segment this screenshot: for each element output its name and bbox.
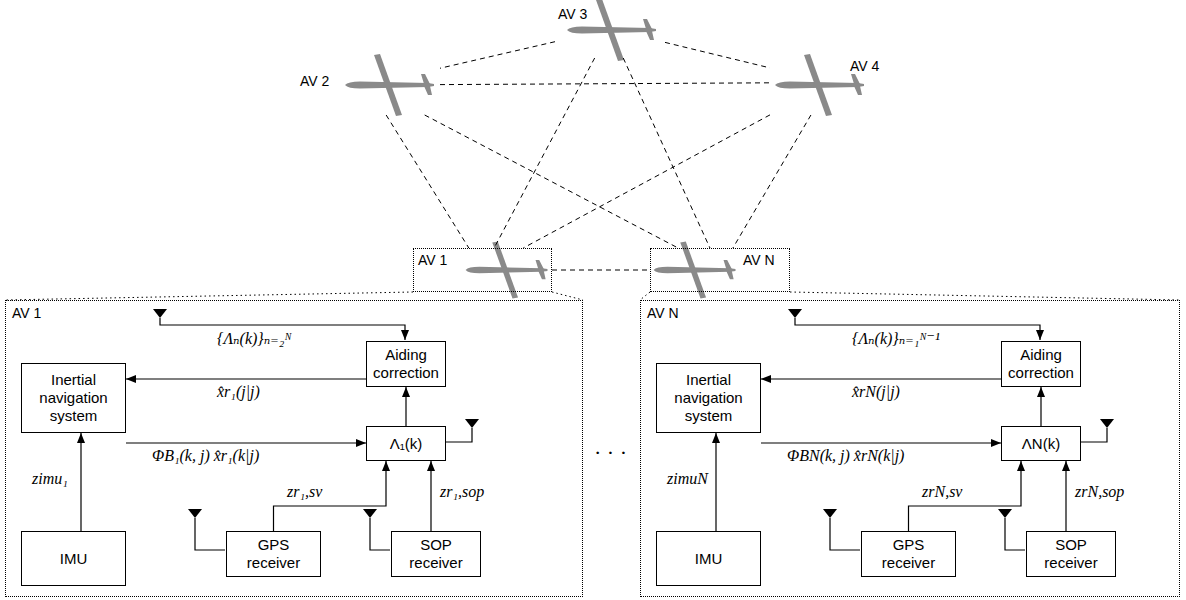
antenna-symbol	[153, 309, 479, 518]
signal-arrow	[274, 461, 387, 531]
aircraft: AV 3	[555, 0, 665, 58]
aircraft-icon	[345, 54, 434, 116]
node-label: AV N	[743, 252, 775, 269]
process-box: IMU	[21, 531, 126, 586]
signal-arrow	[430, 461, 431, 531]
broadcast-label: {Λₙ(k)}ₙ₌₂ᴺ	[215, 330, 294, 348]
signal-label: x̂r₁(j|j)	[215, 383, 262, 401]
signal-label: x̂rN(j|j)	[850, 383, 902, 401]
signal-arrow	[126, 378, 366, 379]
data-link	[425, 115, 678, 248]
node-label: GPS receiver	[233, 536, 314, 572]
antenna-wiring	[153, 309, 479, 550]
signal-arrow	[405, 387, 406, 426]
vehicle-frame: AV 1 Aiding correctionInertial navigation…	[5, 300, 583, 597]
process-box: GPS receiver	[861, 531, 956, 577]
vehicle-frame: AV 1	[413, 248, 552, 292]
node-label: AV 4	[850, 58, 879, 75]
process-box: SOP receiver	[1026, 531, 1116, 577]
node-label: Inertial navigation system	[663, 371, 754, 425]
data-link	[440, 83, 770, 85]
signal-label: zrN,sv	[920, 483, 964, 501]
signal-label: zrN,sop	[1073, 483, 1126, 501]
node-label: ΛN(k)	[1022, 435, 1060, 453]
node-label: SOP receiver	[398, 536, 474, 572]
signal-arrow	[1065, 461, 1066, 531]
data-link	[552, 270, 650, 271]
vehicle-frame: AV N	[650, 248, 790, 292]
signal-arrow	[909, 461, 1022, 531]
signal-label: ΦB₁(k, j) x̂r₁(k|j)	[150, 447, 261, 465]
antenna-wiring	[788, 309, 1114, 550]
node-label: SOP receiver	[1033, 536, 1109, 572]
signal-label: ΦBN(k, j) x̂rN(k|j)	[785, 447, 906, 465]
process-box: Aiding correction	[1001, 341, 1081, 387]
process-box: Aiding correction	[366, 341, 446, 387]
signal-label: zr₁,sop	[438, 483, 486, 501]
node-label: Λ₁(k)	[390, 435, 423, 453]
node-label: AV 1	[12, 305, 41, 322]
data-link	[523, 115, 770, 248]
process-box: ΛN(k)	[1001, 426, 1081, 461]
data-link	[733, 115, 811, 248]
node-label: Aiding correction	[373, 346, 439, 382]
node-label: AV 2	[300, 73, 329, 90]
signal-label: zr₁,sv	[285, 483, 324, 501]
data-link	[623, 58, 710, 248]
process-box: Λ₁(k)	[366, 426, 446, 461]
process-box: Inertial navigation system	[656, 363, 761, 433]
node-label: Aiding correction	[1008, 346, 1074, 382]
broadcast-label: {Λₙ(k)}ₙ₌₁ᴺ⁻¹	[850, 330, 942, 348]
node-label: IMU	[60, 550, 88, 568]
signal-label: zimuN	[665, 470, 710, 488]
signal-label: zimu₁	[30, 470, 70, 488]
ellipsis: · · ·	[592, 440, 629, 465]
node-label: Inertial navigation system	[28, 371, 119, 425]
aircraft-icon	[654, 241, 736, 298]
aircraft-icon	[466, 241, 548, 298]
node-label: AV 1	[418, 252, 447, 269]
aircraft: AV 4	[770, 50, 890, 115]
antenna-symbol	[788, 309, 1114, 518]
zoom-lines	[5, 292, 1180, 300]
process-box: GPS receiver	[226, 531, 321, 577]
signal-arrow	[761, 442, 1001, 443]
signal-arrow	[80, 433, 81, 531]
signal-arrow	[715, 433, 716, 531]
node-label: AV N	[647, 305, 679, 322]
data-link	[386, 115, 469, 248]
signal-arrow	[1040, 387, 1041, 426]
node-label: GPS receiver	[868, 536, 949, 572]
process-box: IMU	[656, 531, 761, 586]
data-link	[494, 58, 595, 248]
aircraft: AV 2	[295, 55, 440, 115]
signal-arrow	[761, 378, 1001, 379]
data-link	[665, 42, 770, 68]
data-link	[440, 42, 555, 69]
process-box: SOP receiver	[391, 531, 481, 577]
signal-arrow	[126, 442, 366, 443]
node-label: AV 3	[558, 6, 587, 23]
node-label: IMU	[695, 550, 723, 568]
process-box: Inertial navigation system	[21, 363, 126, 433]
